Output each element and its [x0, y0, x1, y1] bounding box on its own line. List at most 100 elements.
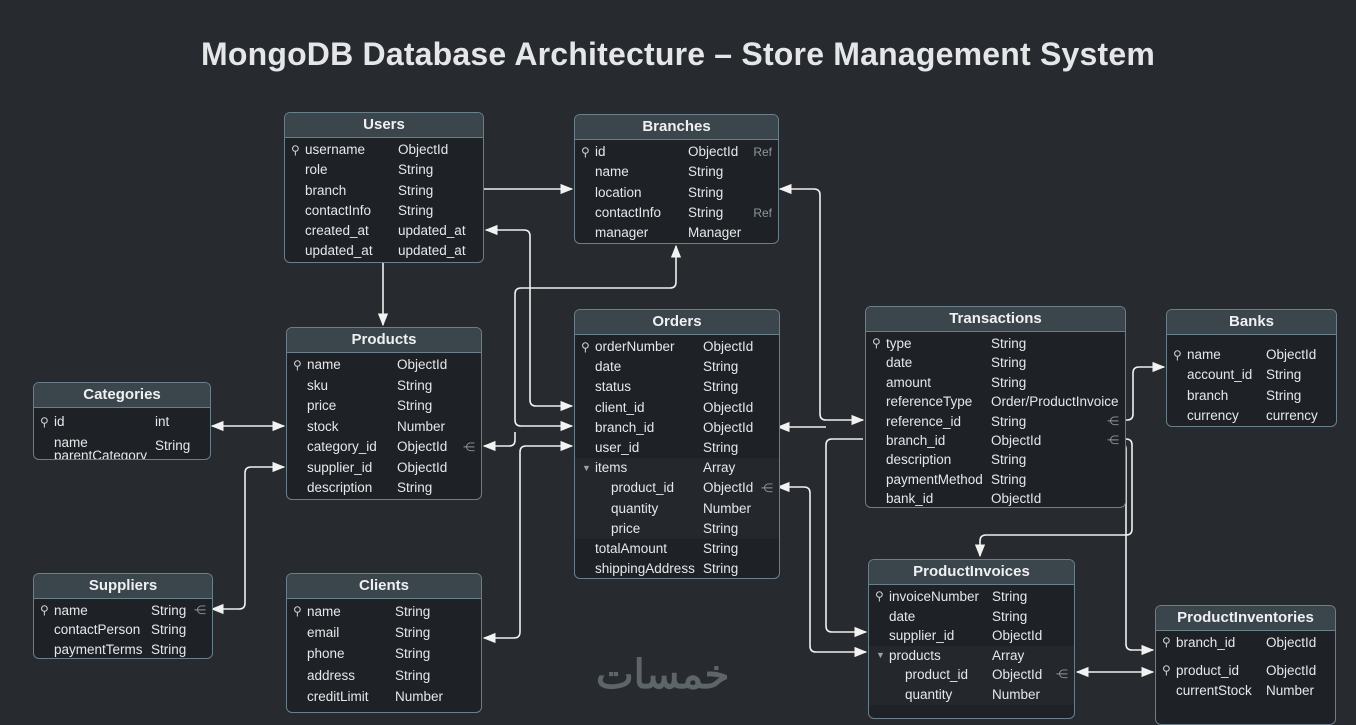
link-orders-user-clients — [482, 440, 574, 644]
collection-title[interactable]: Orders — [575, 310, 779, 335]
field-name: id — [595, 144, 606, 159]
field-row[interactable]: supplier_id ObjectId — [869, 626, 1074, 646]
collection-title[interactable]: Transactions — [866, 307, 1125, 332]
field-name: created_at — [305, 223, 369, 239]
field-type: String — [703, 359, 739, 375]
field-name: product_id — [611, 480, 675, 496]
expand-caret-icon[interactable]: ▼ — [876, 649, 885, 660]
field-type: String — [992, 589, 1028, 604]
collection-title[interactable]: Clients — [287, 574, 481, 599]
link-products-category — [482, 432, 516, 452]
collection-title[interactable]: Users — [285, 113, 483, 138]
link-branches-orders — [514, 244, 682, 432]
field-type: String — [1266, 387, 1302, 403]
field-name: supplier_id — [889, 628, 955, 644]
collection-title[interactable]: Banks — [1167, 310, 1336, 335]
collection-title[interactable]: Categories — [34, 383, 210, 408]
field-name: supplier_id — [307, 459, 373, 475]
field-type: ObjectId — [992, 628, 1043, 644]
collection-title[interactable]: ProductInvoices — [869, 560, 1074, 585]
collection-title[interactable]: Branches — [575, 115, 778, 140]
collection-title[interactable]: Suppliers — [34, 574, 212, 599]
field-type: ObjectId — [703, 419, 754, 435]
collection-title[interactable]: ProductInventories — [1156, 606, 1335, 631]
collection-title[interactable]: Products — [287, 328, 481, 353]
relation-icon: ⋲ — [761, 481, 773, 496]
expand-caret-icon[interactable]: ▼ — [582, 463, 591, 474]
